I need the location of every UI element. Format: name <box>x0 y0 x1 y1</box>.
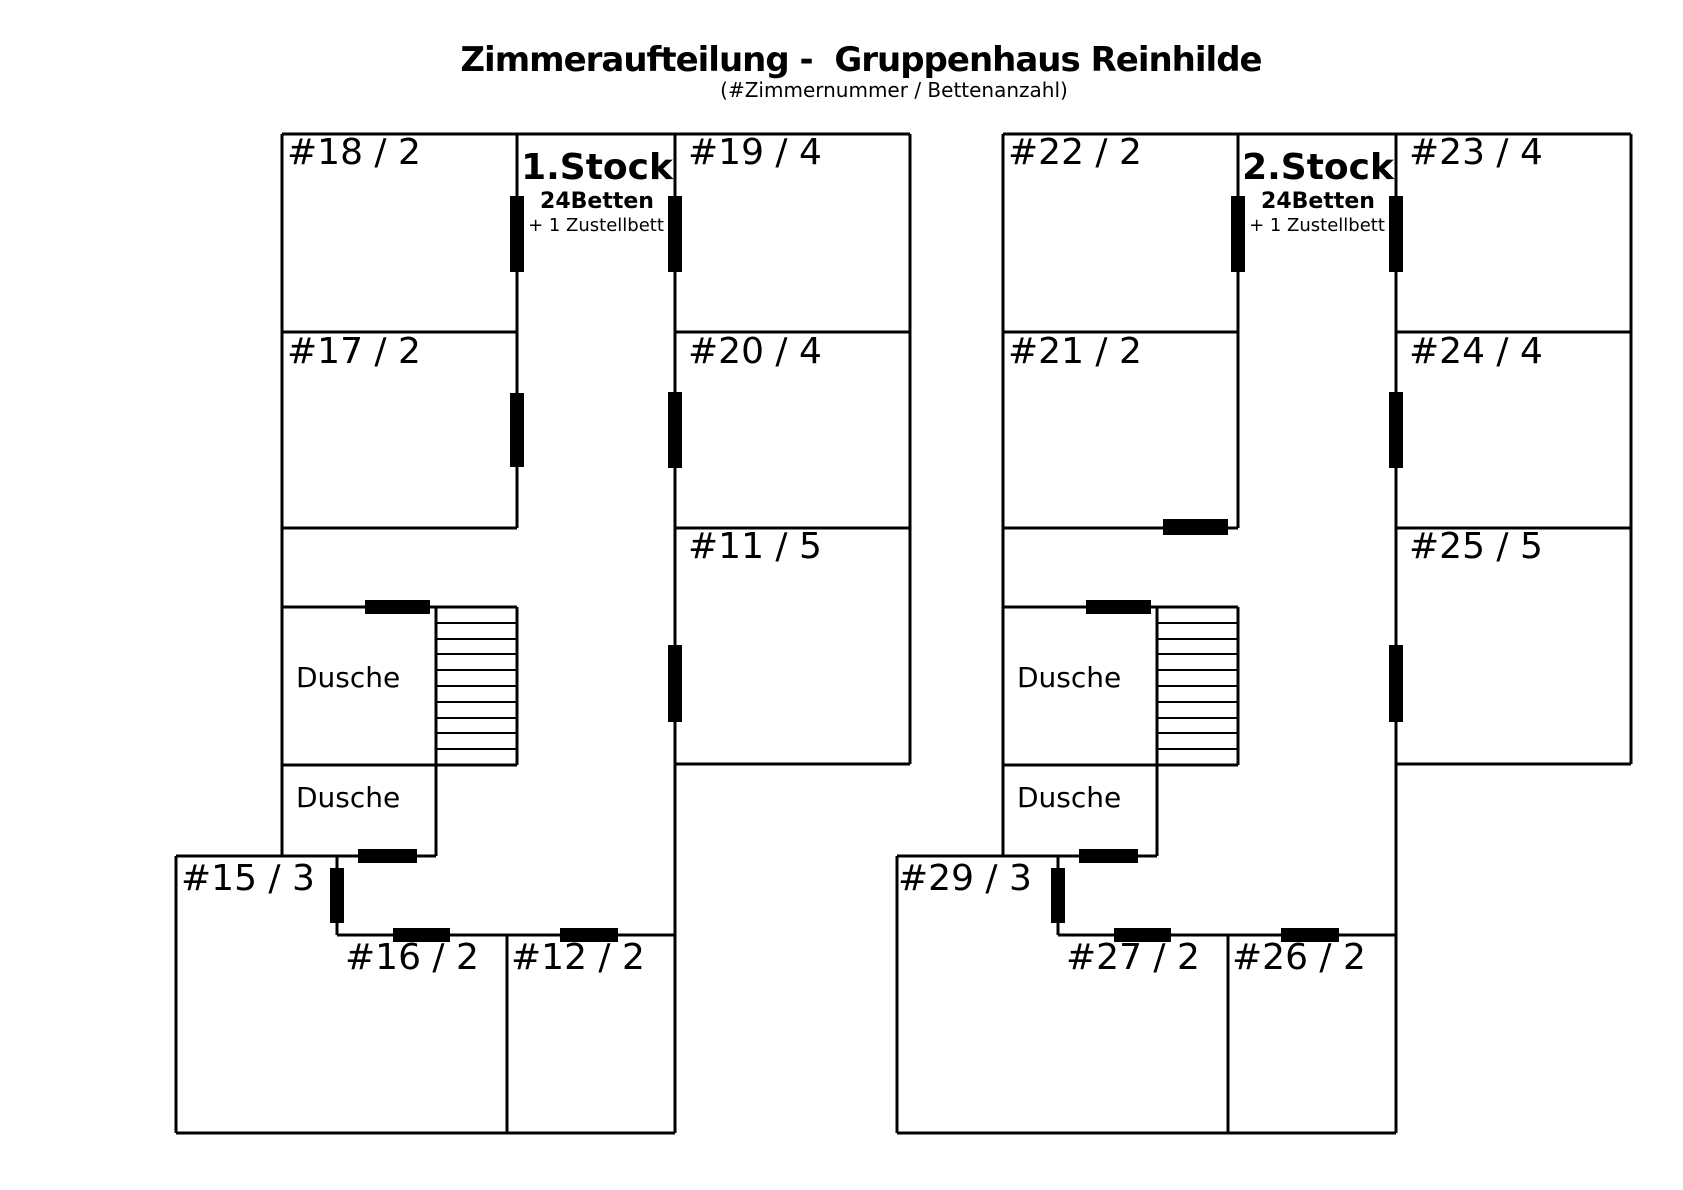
floor1-walls <box>174 132 912 1135</box>
floor2-wall-outline <box>895 132 1633 1135</box>
room-label-21: #21 / 2 <box>1008 331 1142 372</box>
floor1-staircase <box>436 622 517 750</box>
floor2-shower-upper-label: Dusche <box>1017 661 1122 694</box>
floor2-staircase <box>1157 622 1238 750</box>
door-room-20-icon <box>668 392 682 468</box>
door-room-16-icon <box>393 928 450 942</box>
door-room-22-icon <box>1231 196 1245 272</box>
door-room-25-icon <box>1389 645 1403 722</box>
room-label-29: #29 / 3 <box>898 858 1032 899</box>
room-label-24: #24 / 4 <box>1409 331 1543 372</box>
door-room-23-icon <box>1389 196 1403 272</box>
room-label-27: #27 / 2 <box>1066 937 1200 978</box>
floor1-extra-bed: + 1 Zustellbett <box>528 215 664 236</box>
floor1-name: 1.Stock <box>521 147 673 188</box>
floor2-shower-lower-label: Dusche <box>1017 781 1122 814</box>
room-label-17: #17 / 2 <box>287 331 421 372</box>
page-subtitle: (#Zimmernummer / Bettenanzahl) <box>720 78 1068 102</box>
room-label-16: #16 / 2 <box>345 937 479 978</box>
floor1-stair-treads <box>436 622 517 750</box>
door-shower-upper-1-icon <box>365 600 430 614</box>
door-shower-upper-2-icon <box>1086 600 1151 614</box>
room-label-23: #23 / 4 <box>1409 132 1543 173</box>
floor1-shower-upper-label: Dusche <box>296 661 401 694</box>
room-label-26: #26 / 2 <box>1232 937 1366 978</box>
door-room-19-icon <box>668 196 682 272</box>
door-room-17-icon <box>510 393 524 467</box>
room-label-18: #18 / 2 <box>287 132 421 173</box>
floor1-beds: 24Betten <box>540 189 654 214</box>
floor2-stair-treads <box>1157 622 1238 750</box>
room-label-22: #22 / 2 <box>1008 132 1142 173</box>
room-label-20: #20 / 4 <box>688 331 822 372</box>
door-room-12-icon <box>560 928 618 942</box>
room-label-12: #12 / 2 <box>511 937 645 978</box>
door-shower-lower-2-icon <box>1079 849 1138 863</box>
floor1-doors <box>330 196 682 942</box>
page-title: Zimmeraufteilung - Gruppenhaus Reinhilde <box>460 40 1262 80</box>
floor2-beds: 24Betten <box>1261 189 1375 214</box>
room-label-15: #15 / 3 <box>181 858 315 899</box>
door-room-27-icon <box>1114 928 1171 942</box>
door-room-15-icon <box>330 868 344 923</box>
door-room-18-icon <box>510 196 524 272</box>
room-label-11: #11 / 5 <box>688 526 822 567</box>
floor2-walls <box>895 132 1633 1135</box>
floor1-shower-lower-label: Dusche <box>296 781 401 814</box>
floor2-name: 2.Stock <box>1242 147 1394 188</box>
door-room-24-icon <box>1389 392 1403 468</box>
floor2-extra-bed: + 1 Zustellbett <box>1249 215 1385 236</box>
floor1-wall-outline <box>174 132 912 1135</box>
door-room-29-icon <box>1051 868 1065 923</box>
door-room-26-icon <box>1281 928 1339 942</box>
door-room-21-icon <box>1163 519 1228 535</box>
door-shower-lower-1-icon <box>358 849 417 863</box>
door-room-11-icon <box>668 645 682 722</box>
room-label-25: #25 / 5 <box>1409 526 1543 567</box>
room-label-19: #19 / 4 <box>688 132 822 173</box>
floor2-doors <box>1051 196 1403 942</box>
